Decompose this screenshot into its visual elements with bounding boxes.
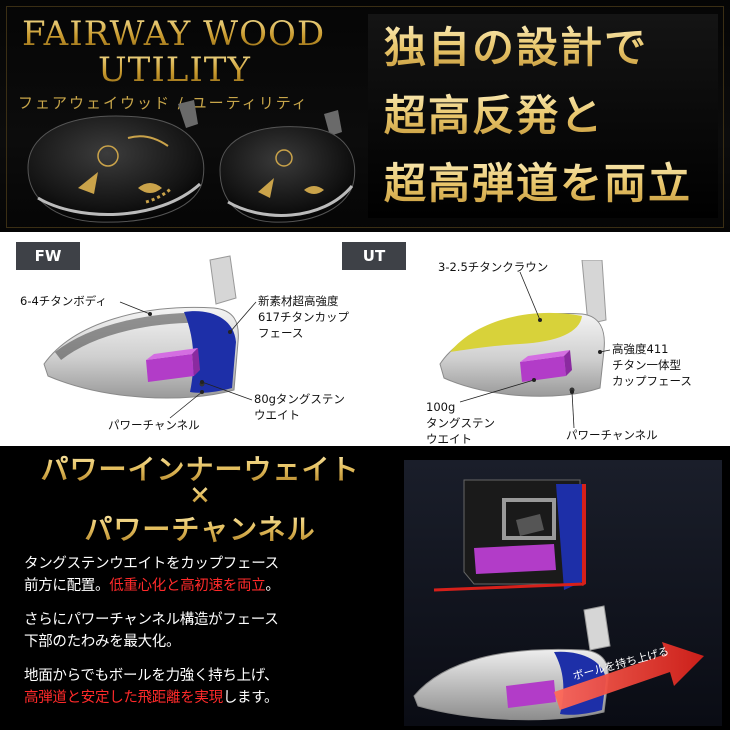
feature-title-cross: × [0,480,400,510]
p1-line2-highlight: 低重心化と高初速を両立 [109,578,266,594]
feature-visual: ボールを持ち上げる [404,460,722,726]
fw-label-body: 6-4チタンボディ [20,294,107,308]
utility-club-image [219,110,356,223]
feature-section: パワーインナーウェイト × パワーチャンネル タングステンウエイトをカップフェー… [0,446,730,730]
feature-title-power-channel: パワーチャンネル [0,508,400,548]
fw-label-face-1: 新素材超高強度 [258,294,339,308]
headline-line-1: 独自の設計で [368,14,718,82]
ut-label-face-1: 高強度411 [612,342,669,356]
fw-cutaway-illustration [43,255,239,399]
feature-copy-p2-line2: 下部のたわみを最大化。 [24,634,181,650]
leader-lines [119,271,611,429]
ut-label-weight-1: 100g [426,400,456,414]
fw-label-weight-2: ウエイト [254,408,300,422]
ut-label-face-3: カップフェース [612,374,692,388]
p3-line2-b: します。 [222,690,279,706]
p1-line2-a: 前方に配置。 [24,578,110,594]
title-fairway-wood: FAIRWAY WOOD [22,14,326,54]
feature-copy-p3-line2: 高弾道と安定した飛距離を実現します。 [24,688,278,708]
fw-label-face-2: 617チタンカップ [258,310,349,324]
feature-copy-p3-line1: 地面からでもボールを力強く持ち上げ、 [24,668,279,684]
feature-cutaway-illustration: ボールを持ち上げる [413,479,704,721]
ut-label-face-2: チタン一体型 [612,358,681,372]
feature-copy-p2-line1: さらにパワーチャンネル構造がフェース [24,612,279,628]
headline-line-2: 超高反発と [368,82,718,150]
ut-label-weight-2: タングステン [426,416,495,430]
fw-label-weight-1: 80gタングステン [254,392,345,406]
ut-label-weight-3: ウエイト [426,432,472,446]
feature-copy-p1-line2: 前方に配置。低重心化と高初速を両立。 [24,576,280,596]
feature-title-inner-weight: パワーインナーウェイト [0,448,400,488]
ut-label-channel: パワーチャンネル [566,428,658,442]
fw-label-face-3: フェース [258,326,304,340]
title-japanese: フェアウェイウッド / ユーティリティ [18,94,309,112]
headline-panel: 独自の設計で 超高反発と 超高弾道を両立 [368,14,718,218]
headline-line-3: 超高弾道を両立 [368,150,718,218]
fw-label-channel: パワーチャンネル [108,418,200,432]
feature-copy-p1-line1: タングステンウエイトをカップフェース [24,556,279,572]
ut-tag: UT [342,242,406,270]
p3-line2-highlight: 高弾道と安定した飛距離を実現 [24,690,223,706]
product-banner: FAIRWAY WOOD UTILITY フェアウェイウッド / ユーティリティ [0,0,730,232]
fairway-wood-club-image [27,100,205,223]
banner-frame [6,6,724,228]
feature-heading: パワーインナーウェイト × パワーチャンネル [0,446,400,546]
p1-line2-c: 。 [265,578,280,594]
title-utility: UTILITY [98,50,251,90]
ut-cutaway-illustration [439,260,607,397]
cutaway-diagram-section: FW UT 6-4チタンボディ 新素材超高強度 617チタンカップ フェース 8… [0,232,730,446]
fw-tag: FW [16,242,80,270]
ut-label-crown: 3-2.5チタンクラウン [438,260,549,274]
